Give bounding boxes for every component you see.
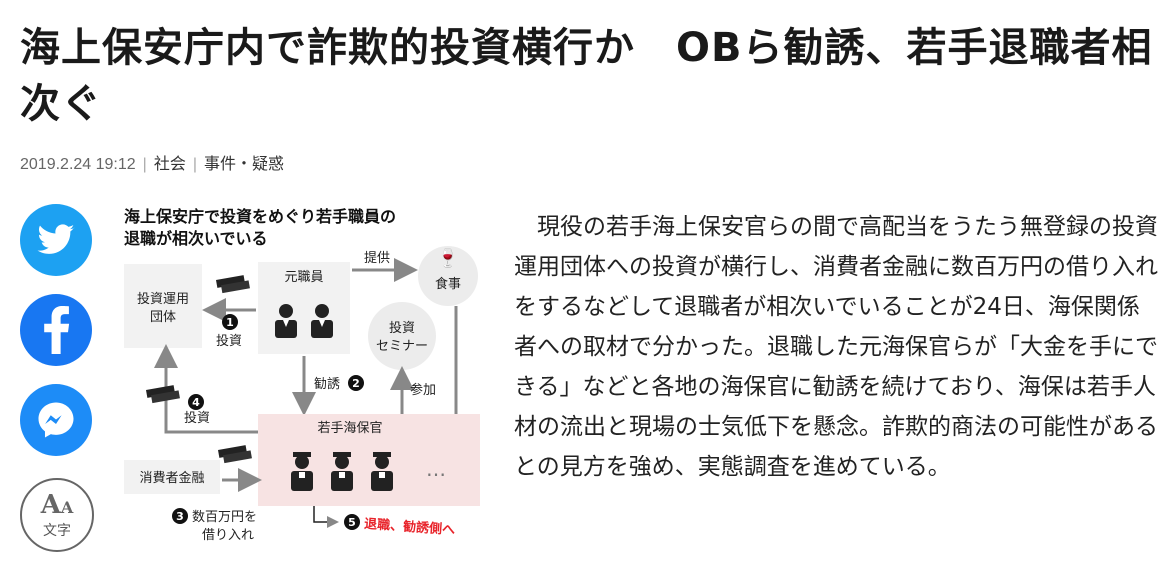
figure-title-line2: 退職が相次いでいる [124, 229, 268, 248]
twitter-bird-icon [37, 224, 75, 254]
category-link[interactable]: 社会 [153, 156, 186, 173]
step1-label: 投資 [216, 333, 242, 349]
messenger-icon [38, 402, 74, 438]
article-body: 現役の若手海上保安官らの間で高配当をうたう無登録の投資運用団体への投資が横行し、… [514, 214, 1158, 480]
meal-label: 食事 [435, 276, 461, 292]
more-officers-ellipsis: … [426, 457, 446, 481]
facebook-f-icon [44, 306, 70, 354]
step4-arrow [154, 344, 258, 434]
figure-title-line1: 海上保安庁で投資をめぐり若手職員の [124, 207, 396, 226]
font-size-label: 文字 [43, 522, 71, 539]
step3-label-line2: 借り入れ [202, 528, 254, 543]
step4-label: 投資 [184, 410, 210, 426]
participate-label: 参加 [410, 382, 436, 398]
facebook-share-button[interactable] [20, 294, 92, 366]
seminar-circle [368, 302, 436, 370]
cash-icon [218, 445, 252, 464]
step5-badge [344, 514, 360, 530]
young-officers-label: 若手海保官 [317, 420, 382, 436]
step2-label: 勧誘 [314, 376, 340, 392]
investment-diagram: 海上保安庁で投資をめぐり若手職員の 退職が相次いでいる 投資運用 団体 元職員 … [118, 200, 488, 560]
twitter-share-button[interactable] [20, 204, 92, 276]
step2-badge [348, 375, 364, 391]
messenger-share-button[interactable] [20, 384, 92, 456]
step1-number: 1 [226, 316, 234, 329]
subcategory-link[interactable]: 事件・疑惑 [204, 156, 285, 173]
article-meta: 2019.2.24 19:12|社会|事件・疑惑 [20, 156, 285, 173]
fund-box [124, 264, 202, 348]
cash-icon [146, 385, 180, 404]
article-headline: 海上保安庁内で詐欺的投資横行か OBら勧誘、若手退職者相次ぐ [20, 25, 1153, 127]
former-staff-label: 元職員 [284, 270, 323, 285]
fund-label-line1: 投資運用 [137, 291, 189, 307]
step4-badge [188, 394, 204, 410]
font-size-button[interactable]: AA 文字 [20, 478, 94, 552]
step3-badge [172, 508, 188, 524]
fund-label-line2: 団体 [150, 310, 176, 325]
meal-circle [418, 246, 478, 306]
cash-icon [216, 275, 250, 294]
step3-label-line1: 数百万円を [192, 510, 257, 525]
step4-number: 4 [192, 396, 200, 409]
meal-icon: 🍷 [437, 247, 459, 269]
seminar-label-line2: セミナー [376, 339, 428, 354]
consumer-finance-label: 消費者金融 [139, 470, 204, 486]
consumer-finance-box [124, 460, 220, 494]
step2-number: 2 [352, 377, 360, 390]
step3-number: 3 [176, 510, 184, 523]
step1-badge [222, 314, 238, 330]
step5-arrow [313, 506, 339, 528]
step5-label: 退職、勧誘側へ [364, 516, 456, 538]
step5-number: 5 [348, 516, 356, 529]
publish-date: 2019.2.24 19:12 [20, 156, 136, 173]
font-size-icon: AA [40, 489, 74, 520]
former-staff-box [258, 262, 350, 354]
seminar-label-line1: 投資 [389, 320, 415, 336]
provide-label: 提供 [364, 250, 390, 266]
